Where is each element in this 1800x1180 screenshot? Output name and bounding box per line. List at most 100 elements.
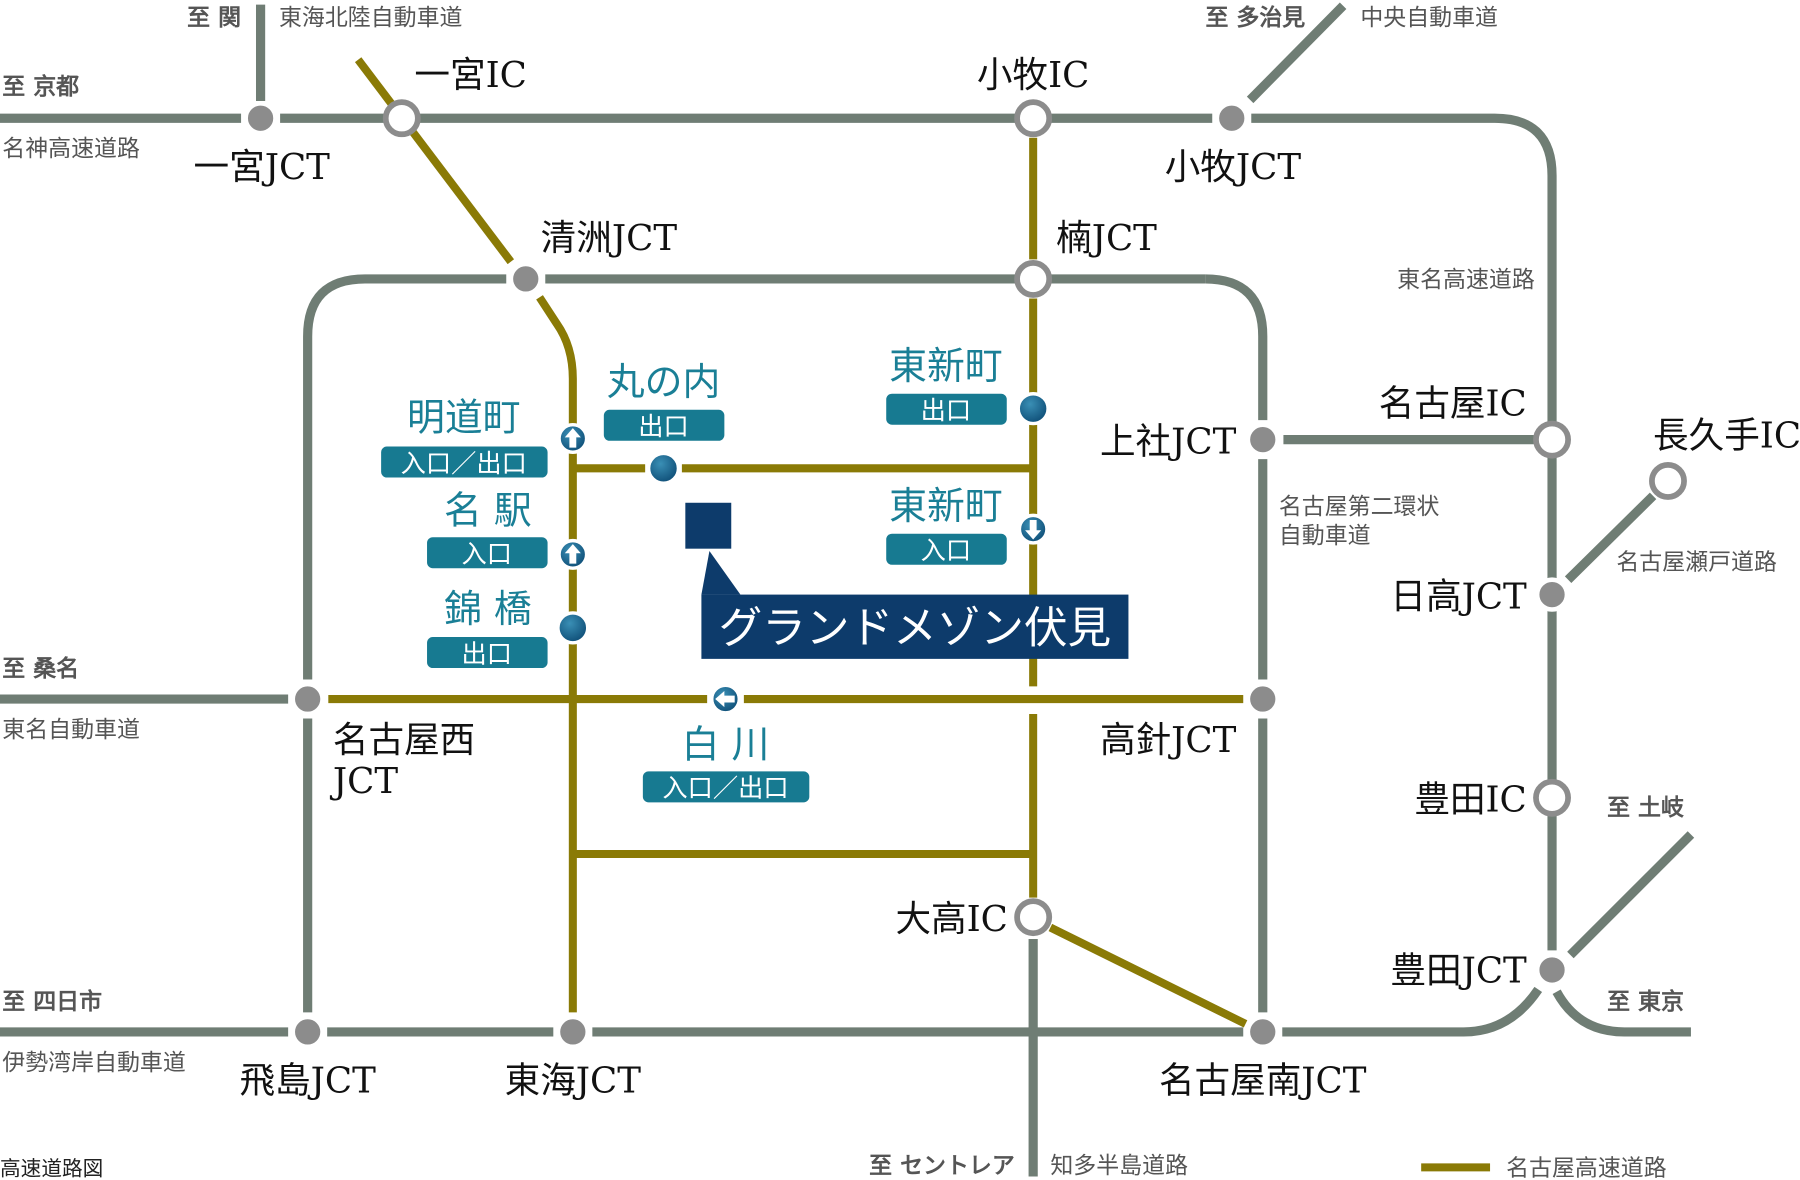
dest-tokyo: 至 東京 (1607, 988, 1684, 1015)
expressway-network (0, 2, 1695, 1177)
arrow-up-icon[interactable] (557, 538, 589, 570)
label-nagoya-seto: 名古屋瀬戸道路 (1616, 549, 1777, 575)
dest-kuwana: 至 桑名 (2, 655, 79, 682)
label-nagakute-ic: 長久手IC (1653, 416, 1800, 457)
map-caption: 高速道路図 (0, 1156, 103, 1180)
label-komaki-ic: 小牧IC (977, 55, 1089, 96)
ramp-label-marunouchi: 丸の内 (607, 360, 721, 404)
jct-nagoya-minami[interactable] (1245, 1014, 1280, 1050)
label-meishin: 名神高速道路 (2, 136, 140, 162)
label-toyota-jct: 豊田JCT (1390, 951, 1527, 992)
road-tomei-expwy (1251, 113, 1557, 951)
badge-meidomachi (381, 446, 548, 478)
jct-nagoya-nishi[interactable] (290, 681, 325, 717)
exit-dot-icon[interactable] (1016, 391, 1050, 426)
road-ring-west (303, 274, 507, 680)
destination-labels: 至 関 至 京都 至 多治見 至 桑名 至 四日市 至 土岐 至 東京 至 セン… (2, 4, 1684, 1179)
jct-hidaka[interactable] (1534, 577, 1570, 612)
ic-nagoya[interactable] (1533, 420, 1571, 459)
property-marker[interactable]: グランドメゾン伏見 (685, 502, 1129, 659)
jct-takabari[interactable] (1245, 681, 1280, 717)
callout-pointer (701, 550, 741, 595)
badge-higashi-shinmachi-entrance (886, 533, 1007, 565)
road-tomei-east (1552, 989, 1691, 1037)
badge-text: 出口 (921, 396, 972, 425)
road-isewangan-toyota (1282, 986, 1543, 1037)
label-nagoya-nishi-jct-1: 名古屋西 (333, 720, 475, 761)
label-odaka-ic: 大高IC (895, 899, 1007, 940)
label-tokai-jct: 東海JCT (505, 1061, 642, 1102)
label-tobishima-jct: 飛島JCT (239, 1061, 376, 1102)
label-kamiyashiro-jct: 上社JCT (1100, 421, 1237, 462)
arrow-down-icon[interactable] (1017, 513, 1049, 545)
label-kiyosu-jct: 清洲JCT (541, 218, 678, 259)
dest-toki: 至 土岐 (1607, 795, 1684, 821)
road-nagoya-seto (1564, 492, 1657, 583)
badge-higashi-shinmachi-exit (886, 393, 1007, 425)
dest-yokkaichi: 至 四日市 (2, 988, 102, 1015)
jct-toyota[interactable] (1534, 952, 1570, 988)
route-6-curve (536, 295, 577, 425)
badge-nishikibashi (427, 637, 548, 669)
legend: 名古屋高速道路 (1421, 1155, 1667, 1180)
label-tomei-expwy: 東名高速道路 (1397, 267, 1535, 293)
ramp-labels: 明道町 入口／出口 名 駅 入口 錦 橋 出口 丸の内 出口 東新町 出口 東新… (381, 344, 1007, 803)
jct-kusunoki[interactable] (1014, 259, 1053, 298)
badge-shirakawa (642, 771, 810, 803)
badge-text: 入口／出口 (401, 449, 527, 478)
label-nagoya-minami-jct: 名古屋南JCT (1159, 1061, 1367, 1102)
jct-tokai[interactable] (555, 1014, 591, 1050)
dest-seki: 至 関 (187, 5, 241, 31)
ic-odaka[interactable] (1014, 898, 1053, 937)
ic-toyota[interactable] (1533, 778, 1571, 817)
label-kusunoki-jct: 楠JCT (1056, 218, 1157, 259)
label-tokai-hokuriku: 東海北陸自動車道 (279, 5, 463, 31)
badge-text: 入口／出口 (662, 774, 788, 803)
badge-marunouchi (603, 409, 725, 441)
label-ring-2: 自動車道 (1279, 523, 1371, 549)
nagoya-expressway-network (328, 57, 1248, 1028)
property-label-box (701, 594, 1129, 659)
badge-text: 出口 (638, 412, 689, 441)
badge-text: 入口 (921, 536, 972, 565)
label-ichinomiya-jct: 一宮JCT (194, 147, 331, 188)
legend-label: 名古屋高速道路 (1506, 1155, 1667, 1180)
ic-ichinomiya[interactable] (382, 99, 421, 138)
jct-tobishima[interactable] (290, 1014, 325, 1050)
dest-kyoto: 至 京都 (2, 73, 79, 100)
road-labels: 東海北陸自動車道 名神高速道路 中央自動車道 東名高速道路 名古屋第二環状 自動… (2, 5, 1777, 1179)
route-16-north (354, 57, 515, 265)
interchange-labels: 一宮JCT 一宮IC 小牧IC 小牧JCT 清洲JCT 楠JCT 上社JCT 名… (194, 55, 1800, 1102)
exit-dot-icon[interactable] (646, 451, 681, 485)
ramp-label-higashi-shinmachi-entrance: 東新町 (889, 484, 1003, 528)
dest-centrair: 至 セントレア (869, 1153, 1015, 1179)
badge-meieki (427, 537, 548, 569)
ic-nagakute[interactable] (1649, 462, 1687, 500)
label-isewangan: 伊勢湾岸自動車道 (2, 1050, 186, 1076)
label-ring-1: 名古屋第二環状 (1279, 494, 1440, 520)
ramp-label-shirakawa: 白 川 (682, 723, 770, 767)
label-komaki-jct: 小牧JCT (1165, 147, 1302, 188)
arrow-up-icon[interactable] (557, 422, 589, 454)
arrow-left-icon[interactable] (710, 683, 742, 715)
jct-kamiyashiro[interactable] (1245, 422, 1280, 457)
ramp-label-meieki: 名 駅 (444, 488, 532, 532)
label-toyota-ic: 豊田IC (1414, 780, 1526, 821)
ic-komaki[interactable] (1014, 99, 1053, 138)
label-hidaka-jct: 日高JCT (1390, 576, 1527, 617)
exit-dot-icon[interactable] (556, 611, 590, 645)
ramp-label-higashi-shinmachi-exit: 東新町 (889, 344, 1003, 388)
badge-text: 出口 (461, 639, 512, 668)
ramp-label-meidomachi: 明道町 (407, 395, 521, 439)
ramp-icons (556, 391, 1050, 715)
label-tomei-auto: 東名自動車道 (2, 717, 140, 743)
jct-komaki[interactable] (1214, 101, 1249, 136)
jct-kiyosu[interactable] (508, 261, 543, 297)
jct-ichinomiya[interactable] (243, 101, 278, 136)
road-chuo (1246, 2, 1347, 104)
road-tokai-kanjo (1567, 831, 1695, 959)
square-marker-icon (685, 502, 732, 549)
label-chuo: 中央自動車道 (1360, 5, 1498, 31)
label-takabari-jct: 高針JCT (1100, 720, 1237, 761)
